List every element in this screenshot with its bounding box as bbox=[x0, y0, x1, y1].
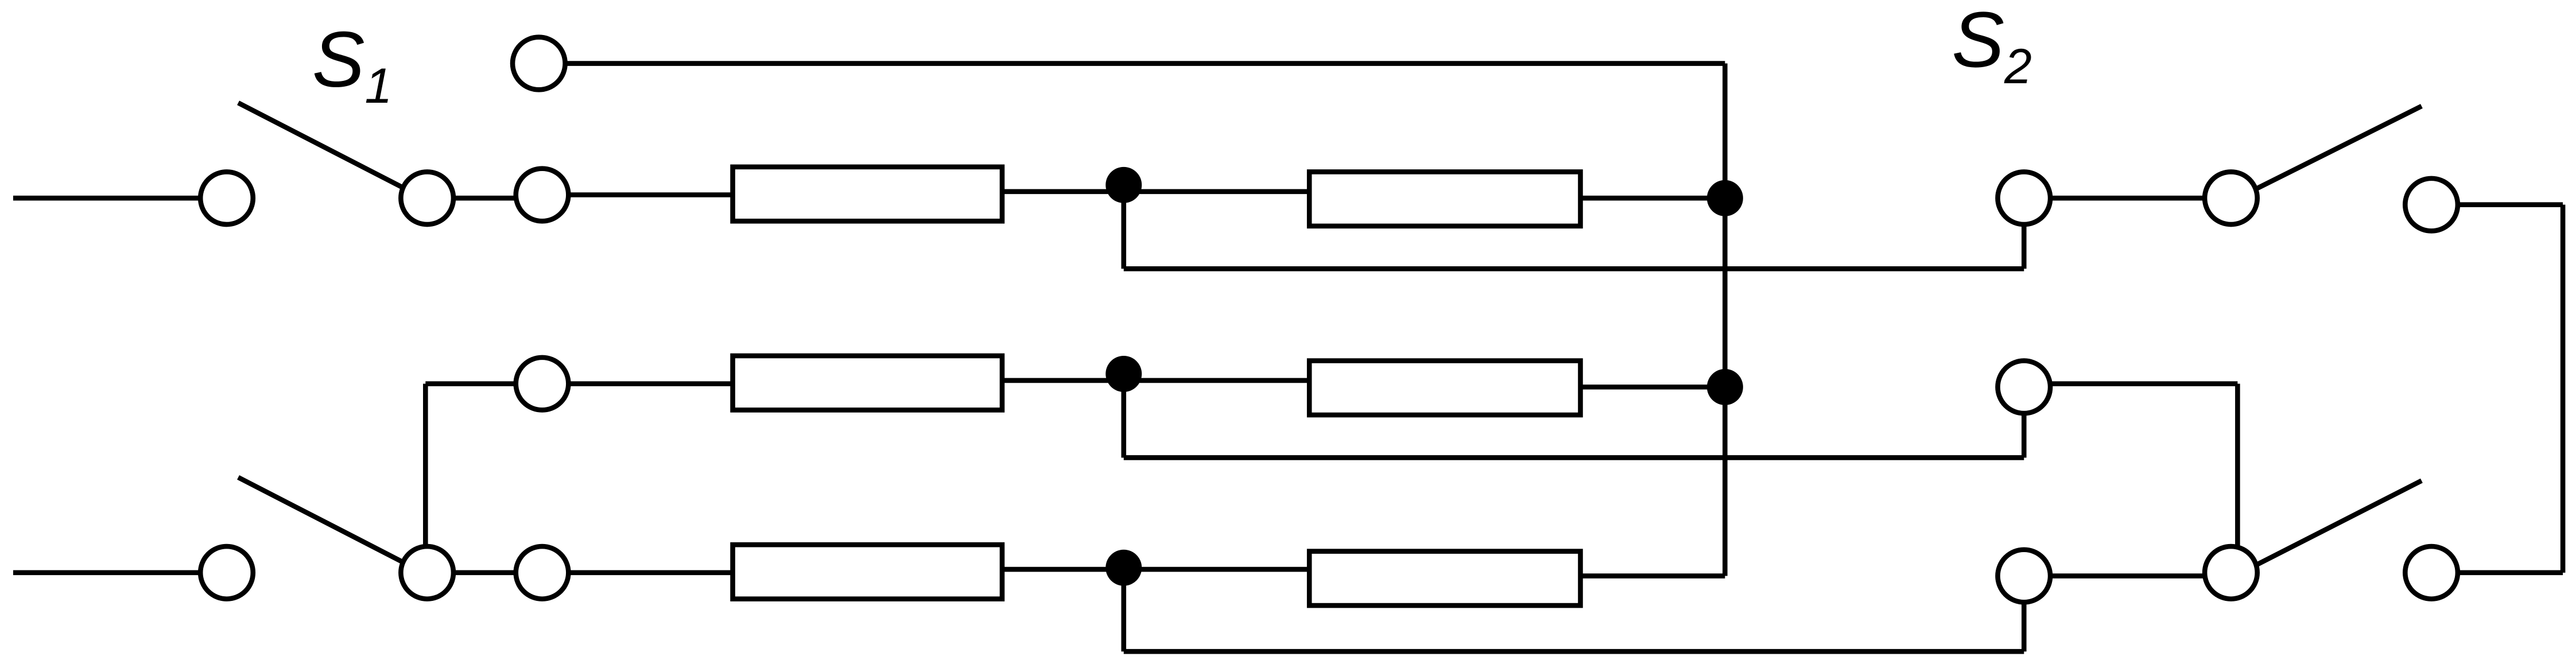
junction-nodes bbox=[1105, 166, 1743, 586]
switch-s1-label: S1 bbox=[312, 16, 392, 114]
resistor bbox=[1306, 549, 1583, 608]
junction-node bbox=[1105, 356, 1142, 392]
resistor bbox=[730, 164, 1005, 224]
terminal bbox=[513, 166, 571, 224]
terminal bbox=[197, 543, 256, 601]
terminal bbox=[513, 543, 571, 601]
junction-node bbox=[1105, 549, 1142, 586]
terminal bbox=[2202, 543, 2260, 601]
s2-blade-bottom bbox=[2253, 478, 2423, 569]
terminal bbox=[1995, 169, 2053, 227]
switch-s2-label: S2 bbox=[1952, 0, 2031, 94]
resistor bbox=[1306, 169, 1583, 229]
terminal bbox=[2403, 176, 2461, 234]
s2-blade-top bbox=[2253, 104, 2423, 192]
terminal bbox=[398, 169, 456, 227]
s1-blade-top bbox=[237, 100, 409, 192]
terminal bbox=[398, 543, 456, 601]
resistors bbox=[730, 164, 1583, 608]
resistor bbox=[1306, 358, 1583, 418]
terminal bbox=[510, 34, 568, 92]
terminal bbox=[2403, 543, 2461, 601]
terminals bbox=[197, 34, 2461, 605]
junction-node bbox=[1706, 180, 1743, 216]
s1-blade-bottom bbox=[237, 475, 409, 567]
junction-node bbox=[1706, 368, 1743, 405]
resistor bbox=[730, 353, 1005, 413]
terminal bbox=[197, 169, 256, 227]
resistor bbox=[730, 542, 1005, 601]
terminal bbox=[2202, 169, 2260, 227]
terminal bbox=[513, 355, 571, 413]
junction-node bbox=[1105, 166, 1142, 203]
terminal bbox=[1995, 358, 2053, 416]
terminal bbox=[1995, 547, 2053, 605]
wires bbox=[13, 61, 2566, 654]
